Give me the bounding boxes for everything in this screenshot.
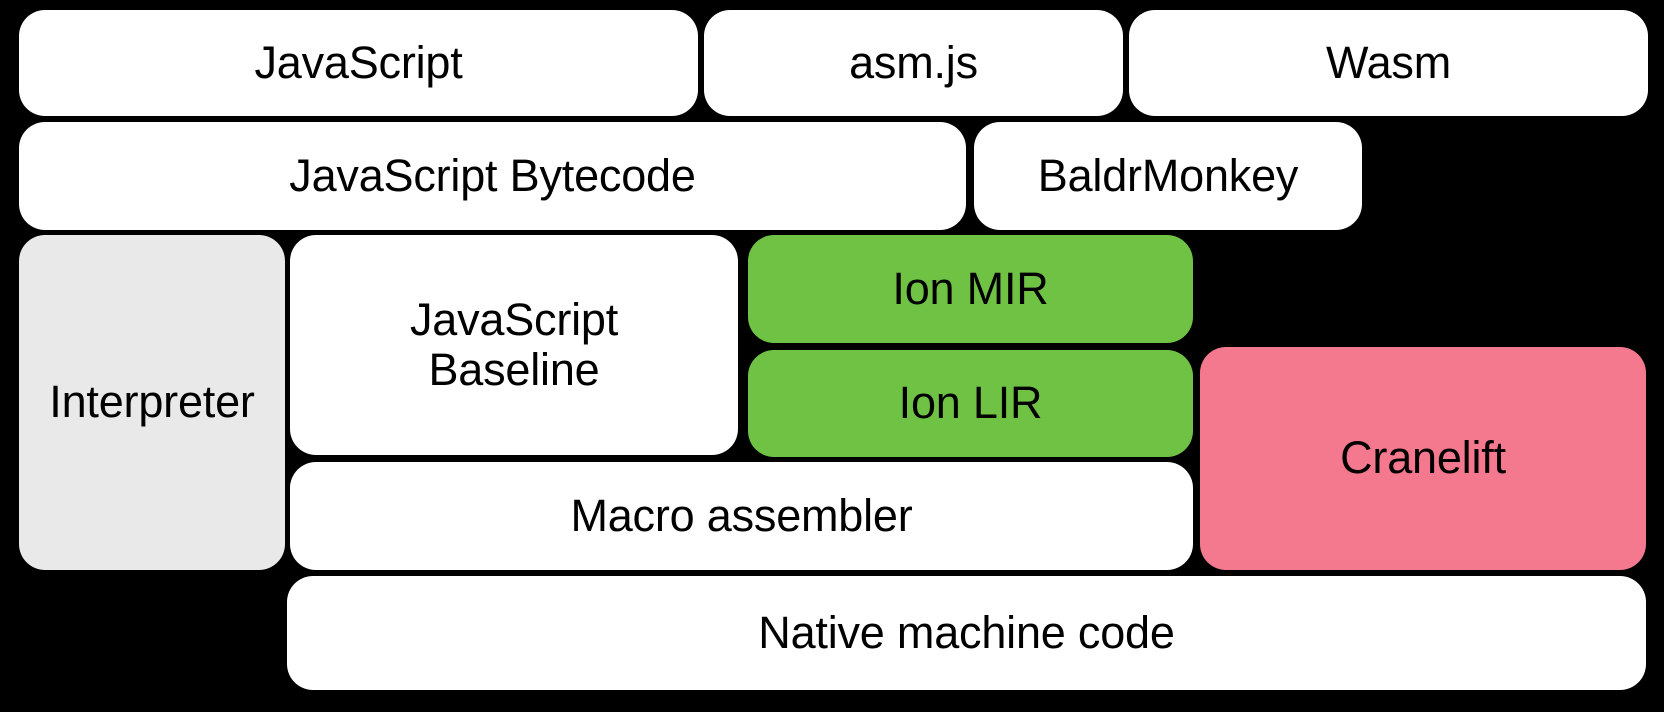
node-javascript-baseline: JavaScript Baseline <box>290 235 738 455</box>
node-macro-assembler: Macro assembler <box>290 462 1193 570</box>
node-baldrmonkey: BaldrMonkey <box>974 122 1362 230</box>
node-javascript-bytecode: JavaScript Bytecode <box>19 122 966 230</box>
node-native-machine-code: Native machine code <box>287 576 1646 690</box>
node-javascript: JavaScript <box>19 10 698 116</box>
node-cranelift: Cranelift <box>1200 347 1646 570</box>
node-asm-js: asm.js <box>704 10 1123 116</box>
node-ion-lir: Ion LIR <box>748 350 1193 457</box>
node-interpreter: Interpreter <box>19 235 285 570</box>
node-wasm: Wasm <box>1129 10 1648 116</box>
node-ion-mir: Ion MIR <box>748 235 1193 343</box>
